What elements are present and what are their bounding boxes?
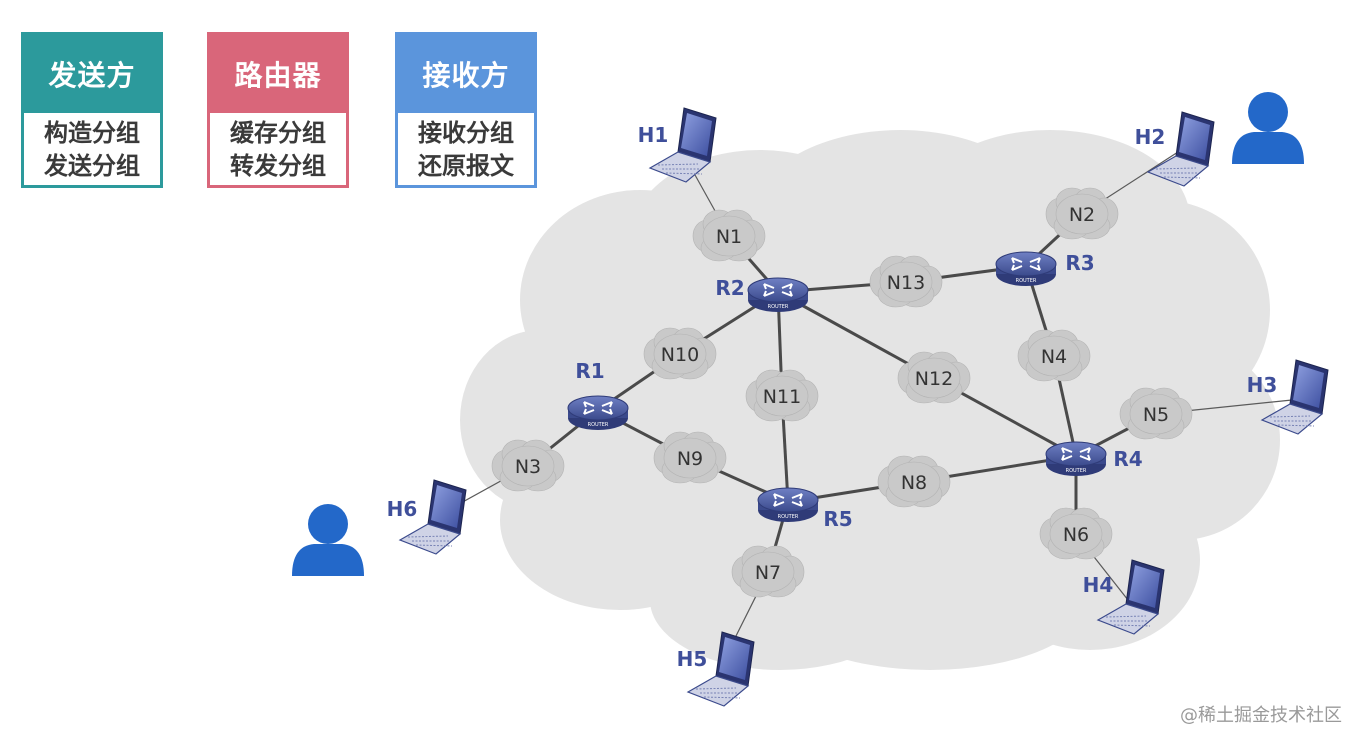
network-label: N9 [677,448,703,470]
host-label: H1 [638,123,669,147]
router-line-2: 转发分组 [230,152,326,180]
network-cloud-n6: N6 [1039,507,1113,560]
network-cloud-n3: N3 [491,439,565,492]
network-label: N2 [1069,204,1095,226]
receiver-line-2: 还原报文 [418,152,514,180]
host-h2-laptop-icon: H2 [1135,111,1215,187]
network-cloud-n2: N2 [1045,187,1119,240]
network-label: N5 [1143,404,1169,426]
router-title: 路由器 [210,35,346,113]
network-label: N10 [661,344,699,366]
router-label: R1 [575,359,604,383]
router-label: R2 [715,276,744,300]
sender-line-1: 构造分组 [44,119,140,147]
network-cloud-n5: N5 [1119,387,1193,440]
host-label: H6 [387,497,418,521]
router-arrows-icon [1061,447,1091,461]
network-label: N13 [887,272,925,294]
router-arrows-icon [583,401,613,415]
router-badge: ROUTER [1066,468,1087,474]
router-label: R4 [1113,447,1142,471]
network-cloud-n4: N4 [1017,329,1091,382]
router-r2: ROUTER R2 [715,276,809,312]
network-cloud-n1: N1 [692,209,766,262]
host-label: H4 [1083,573,1114,597]
users [292,92,1304,576]
network-cloud-n11: N11 [745,369,819,422]
router-label: R3 [1065,251,1094,275]
host-h3-laptop-icon: H3 [1247,359,1329,435]
host-label: H5 [677,647,708,671]
network-label: N3 [515,456,541,478]
router-badge: ROUTER [778,514,799,520]
receiver-user-icon [1232,92,1304,164]
router-line-1: 缓存分组 [230,119,326,147]
sender-user-icon [292,504,364,576]
network-cloud-n10: N10 [643,327,717,380]
receiver-line-1: 接收分组 [418,119,514,147]
host-h5-laptop-icon: H5 [677,631,755,707]
network-cloud-n13: N13 [869,255,943,308]
network-cloud-n12: N12 [897,351,971,404]
network-label: N8 [901,472,927,494]
network-label: N1 [716,226,742,248]
host-label: H2 [1135,125,1166,149]
host-h1-laptop-icon: H1 [638,107,717,183]
receiver-legend-box: 接收方 接收分组 还原报文 [395,32,537,188]
router-r1: ROUTER R1 [567,359,629,430]
router-arrows-icon [773,493,803,507]
router-legend-box: 路由器 缓存分组 转发分组 [207,32,349,188]
network-cloud-n7: N7 [731,545,805,598]
network-label: N4 [1041,346,1067,368]
sender-title: 发送方 [24,35,160,113]
network-label: N6 [1063,524,1089,546]
network-label: N12 [915,368,953,390]
network-cloud-n9: N9 [653,431,727,484]
host-h6-laptop-icon: H6 [387,479,467,555]
router-r3: ROUTER R3 [995,251,1095,286]
sender-legend-box: 发送方 构造分组 发送分组 [21,32,163,188]
router-arrows-icon [763,283,793,297]
router-label: R5 [823,507,852,531]
router-badge: ROUTER [588,422,609,428]
router-badge: ROUTER [1016,278,1037,284]
watermark: @稀土掘金技术社区 [1180,705,1342,726]
router-r5: ROUTER R5 [757,487,853,531]
network-label: N7 [755,562,781,584]
router-badge: ROUTER [768,304,789,310]
receiver-title: 接收方 [398,35,534,113]
router-arrows-icon [1011,257,1041,271]
network-label: N11 [763,386,801,408]
router-r4: ROUTER R4 [1045,441,1143,476]
network-cloud-n8: N8 [877,455,951,508]
sender-line-2: 发送分组 [44,152,140,180]
host-label: H3 [1247,373,1278,397]
host-h4-laptop-icon: H4 [1083,559,1165,635]
